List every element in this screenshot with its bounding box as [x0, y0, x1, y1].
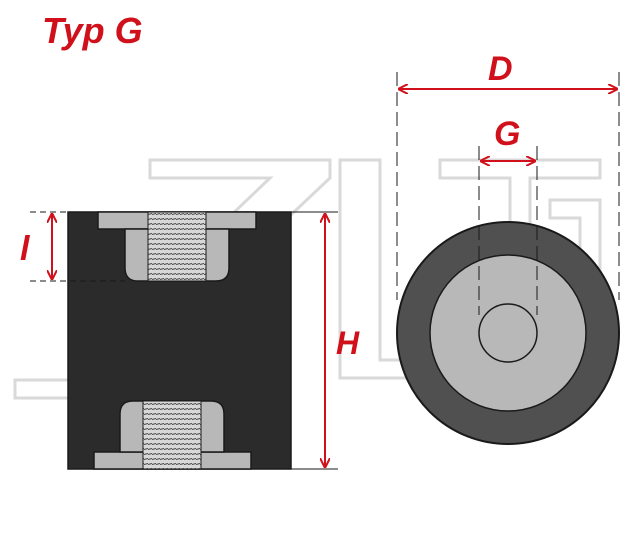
dimension-d-label: D [488, 50, 513, 88]
dimension-d: D [396, 50, 620, 300]
dimension-h: H [291, 211, 360, 470]
bottom-thread [142, 400, 202, 470]
bottom-insert [93, 400, 252, 470]
thread-hole [478, 303, 538, 363]
dimension-g-label: G [494, 115, 520, 153]
dimension-h-label: H [336, 325, 360, 361]
page-title: Typ G [42, 10, 143, 51]
dimension-g: G [478, 115, 538, 315]
dimension-l-label: l [20, 230, 31, 268]
side-view [67, 211, 292, 470]
dimension-l: l [20, 211, 125, 282]
top-thread [147, 211, 207, 282]
front-view [396, 221, 620, 445]
top-insert [97, 211, 257, 282]
